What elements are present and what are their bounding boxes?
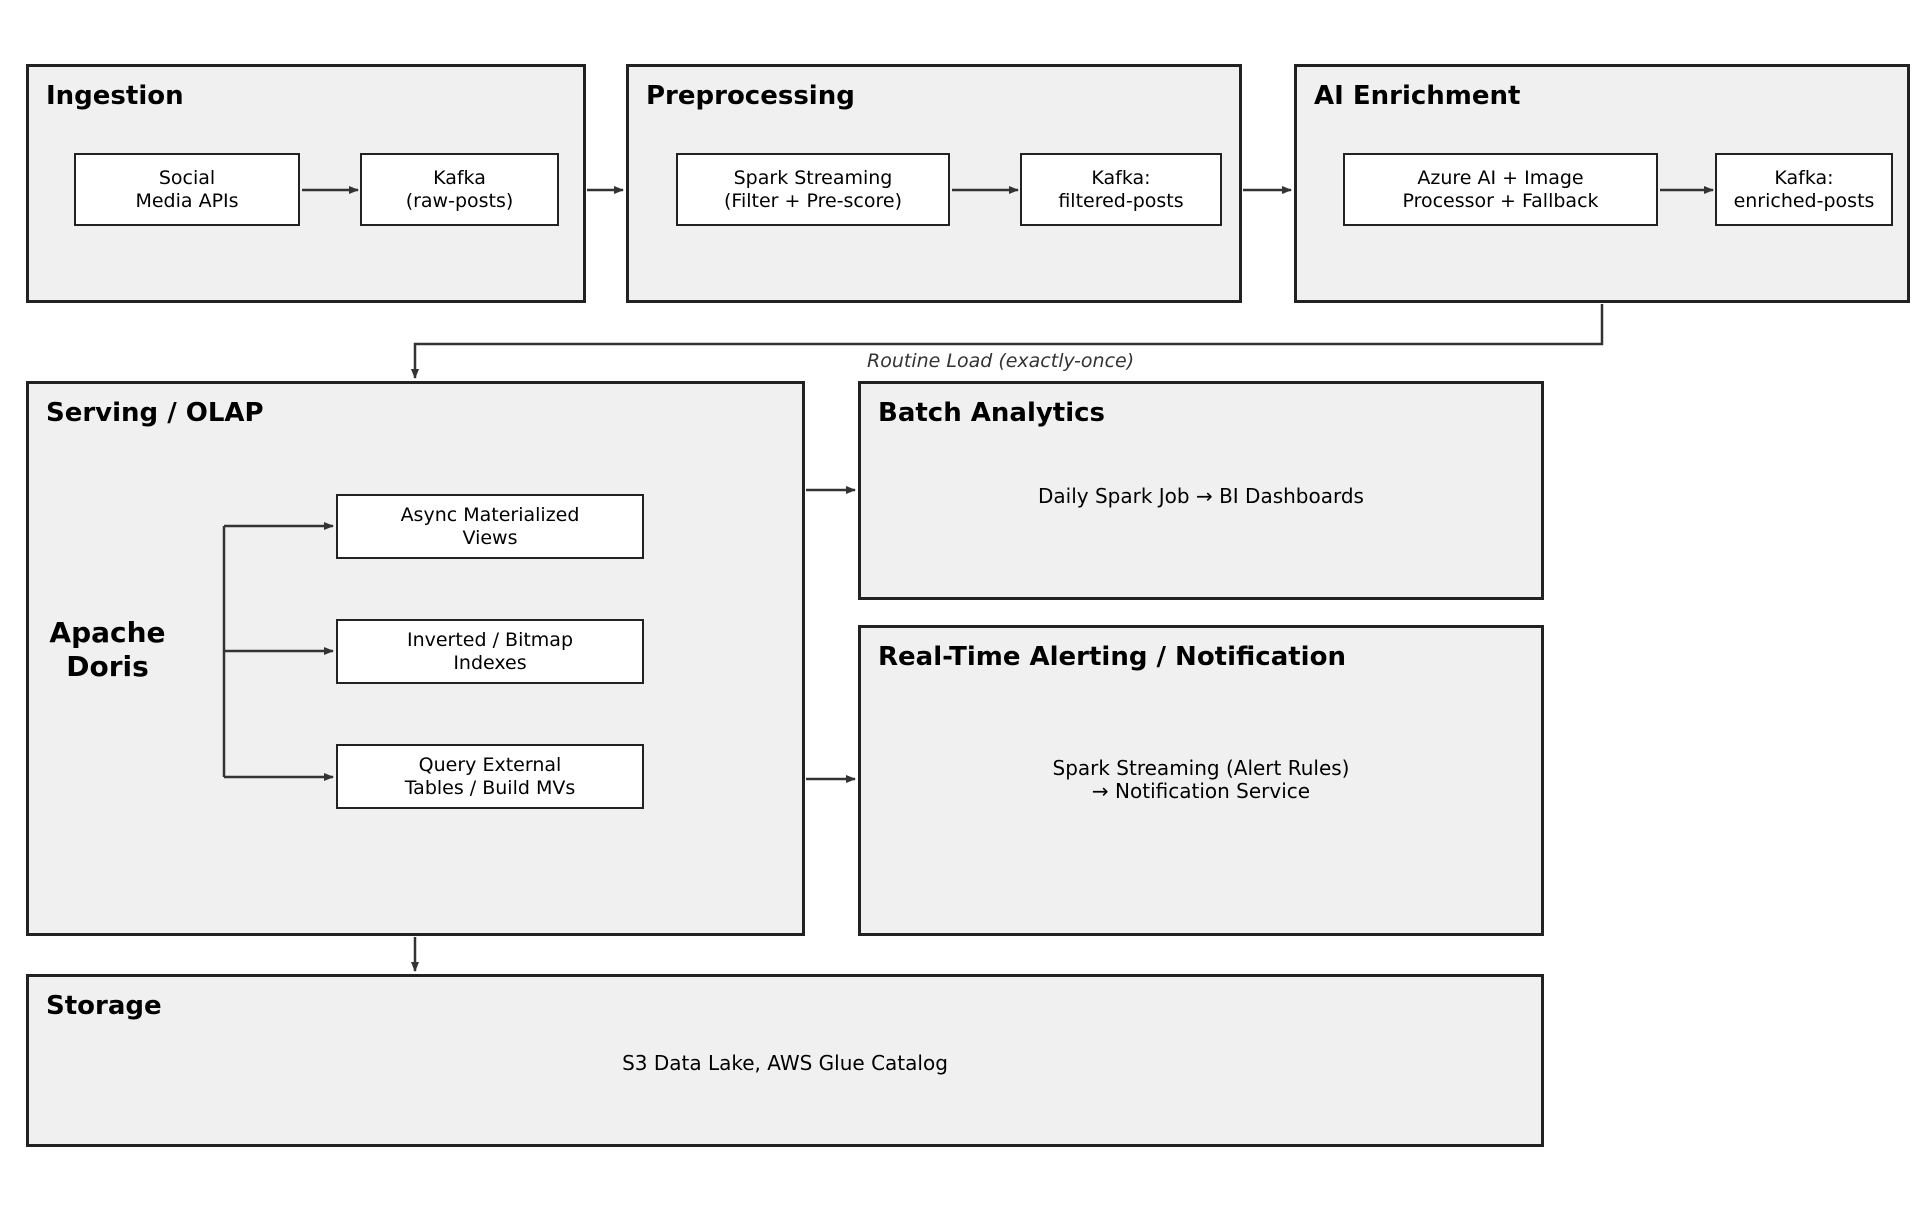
inverted-bitmap-indexes-box: Inverted / Bitmap Indexes <box>336 619 644 684</box>
ai-enrichment-title: AI Enrichment <box>1314 81 1521 111</box>
storage-panel: Storage <box>26 974 1544 1147</box>
azure-ai-box: Azure AI + Image Processor + Fallback <box>1343 153 1658 226</box>
alerting-description: Spark Streaming (Alert Rules) → Notifica… <box>1052 756 1350 803</box>
ingestion-title: Ingestion <box>46 81 184 111</box>
serving-olap-title: Serving / OLAP <box>46 398 264 428</box>
storage-description: S3 Data Lake, AWS Glue Catalog <box>622 1051 948 1075</box>
alerting-panel: Real-Time Alerting / Notification <box>858 625 1544 936</box>
spark-streaming-box: Spark Streaming (Filter + Pre-score) <box>676 153 950 226</box>
alerting-title: Real-Time Alerting / Notification <box>878 642 1346 672</box>
query-external-tables-box: Query External Tables / Build MVs <box>336 744 644 809</box>
kafka-raw-posts-box: Kafka (raw-posts) <box>360 153 559 226</box>
preprocessing-title: Preprocessing <box>646 81 855 111</box>
kafka-enriched-posts-box: Kafka: enriched-posts <box>1715 153 1893 226</box>
social-media-apis-box: Social Media APIs <box>74 153 300 226</box>
batch-analytics-title: Batch Analytics <box>878 398 1106 428</box>
async-materialized-views-box: Async Materialized Views <box>336 494 644 559</box>
kafka-filtered-posts-box: Kafka: filtered-posts <box>1020 153 1222 226</box>
arrow-routine-load <box>411 304 1604 379</box>
routine-load-label: Routine Load (exactly-once) <box>867 350 1135 372</box>
storage-title: Storage <box>46 991 162 1021</box>
batch-analytics-panel: Batch Analytics <box>858 381 1544 600</box>
batch-analytics-description: Daily Spark Job → BI Dashboards <box>1038 484 1364 508</box>
apache-doris-label: Apache Doris <box>49 616 166 683</box>
